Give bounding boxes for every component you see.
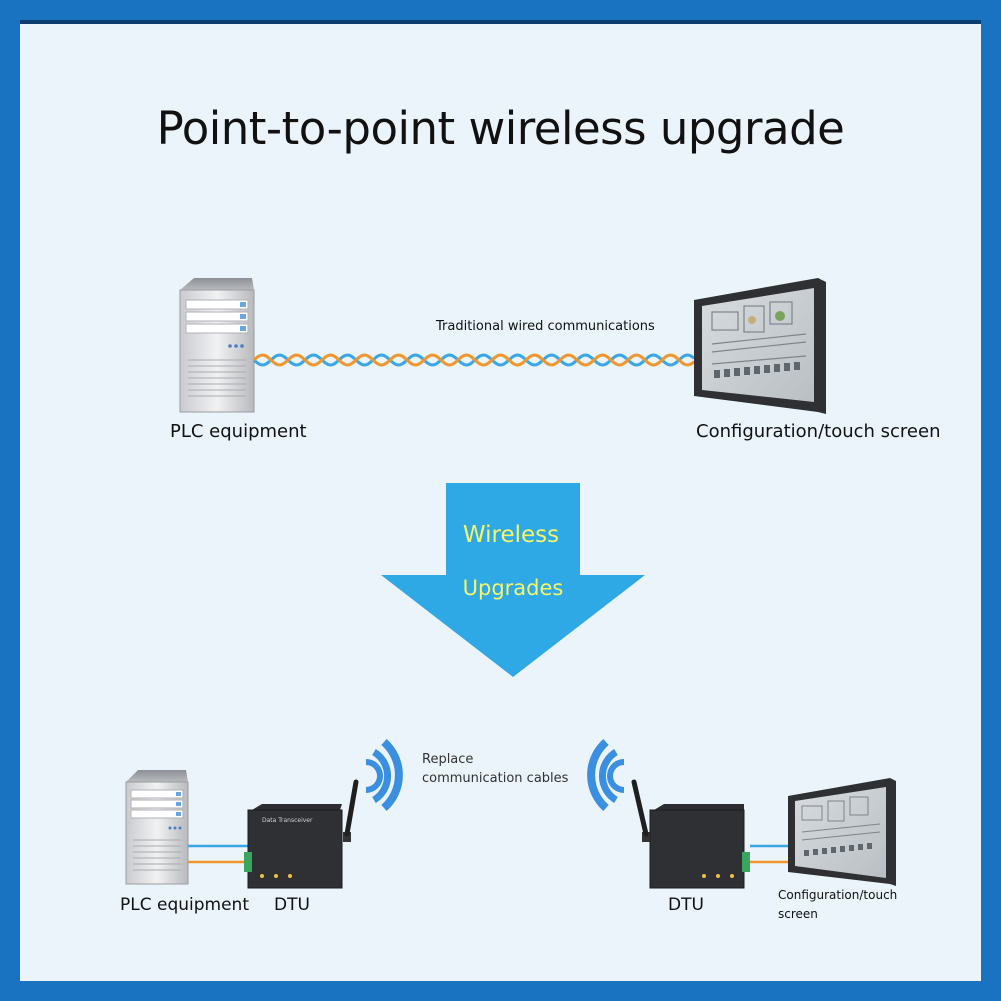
dtu-icon: Data Transceiver	[244, 804, 343, 889]
dtu-icon	[649, 804, 750, 889]
server-icon	[125, 770, 189, 885]
wifi-signal-icon-right	[587, 739, 625, 811]
touch-screen-icon	[788, 778, 896, 886]
antenna-icon	[343, 779, 359, 842]
plc-equipment-label-bottom: PLC equipment	[120, 895, 249, 915]
dtu-face-text: Data Transceiver	[262, 817, 313, 824]
touch-screen-icon	[694, 278, 826, 414]
arrow-text-upgrades: Upgrades	[462, 576, 564, 600]
touch-screen-label-bottom-line2: screen	[778, 907, 818, 921]
touch-screen-label-bottom-line1: Configuration/touch	[778, 888, 898, 902]
plc-equipment-label: PLC equipment	[170, 421, 307, 442]
arrow-text-wireless: Wireless	[462, 522, 560, 548]
short-cable-right	[750, 844, 792, 864]
page-title: Point-to-point wireless upgrade	[156, 102, 845, 155]
server-icon	[179, 278, 255, 413]
dtu-left-label: DTU	[274, 895, 310, 915]
antenna-icon	[631, 779, 650, 842]
down-arrow-icon	[381, 483, 645, 677]
short-cable-left	[188, 844, 248, 864]
dtu-right-label: DTU	[668, 895, 704, 915]
wired-cable	[252, 353, 695, 367]
replace-label-line2: communication cables	[422, 771, 569, 786]
replace-label-line1: Replace	[422, 752, 474, 767]
wifi-signal-icon-left	[365, 739, 403, 811]
touch-screen-label: Configuration/touch screen	[696, 421, 941, 442]
wired-communications-label: Traditional wired communications	[436, 319, 655, 334]
